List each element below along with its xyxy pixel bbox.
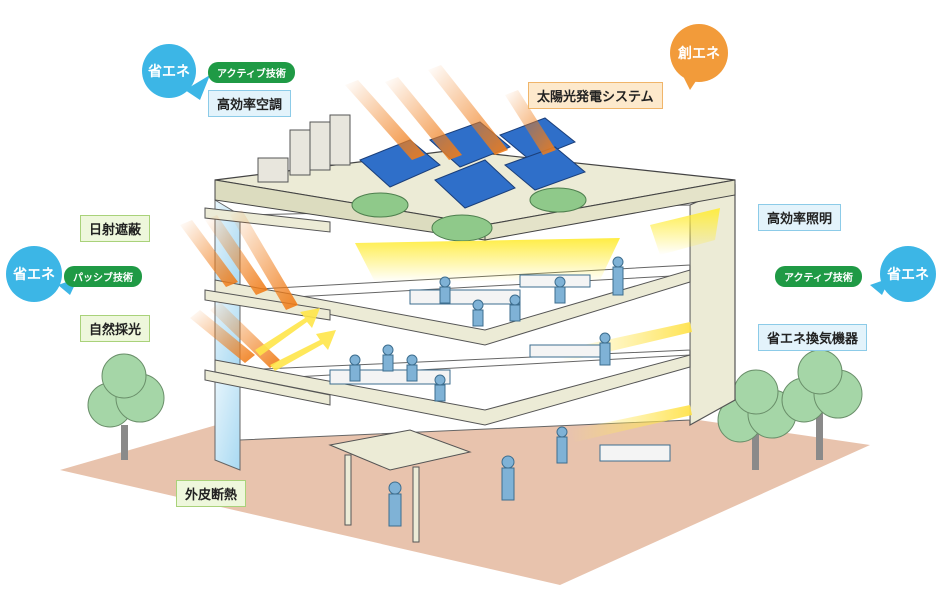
label-natural-daylighting: 自然採光 <box>80 315 151 342</box>
active-technology-pill-right: アクティブ技術 <box>775 266 862 287</box>
entrance-column-1 <box>344 454 352 526</box>
shading-rays <box>180 210 298 368</box>
label-high-efficiency-hvac: 高効率空調 <box>208 90 292 117</box>
entrance-canopy <box>328 429 472 471</box>
eave-1 <box>204 369 331 406</box>
sun-rays <box>345 65 556 160</box>
rooftop-green-3 <box>529 187 587 213</box>
passive-technology-pill: パッシブ技術 <box>64 266 142 287</box>
label-energy-saving-ventilation: 省エネ換気機器 <box>758 324 868 351</box>
energy-creation-bubble: 創エネ <box>670 24 728 82</box>
label-envelope-insulation: 外皮断熱 <box>176 480 247 507</box>
label-solar-shading: 日射遮蔽 <box>80 215 151 242</box>
label-high-efficiency-lighting: 高効率照明 <box>758 204 842 231</box>
energy-saving-bubble-mid-right: 省エネ <box>880 246 936 302</box>
label-solar-power-system: 太陽光発電システム <box>528 82 663 109</box>
rooftop-green-1 <box>351 192 409 218</box>
energy-saving-bubble-mid-left: 省エネ <box>6 246 62 302</box>
lobby-floor-1 <box>388 426 671 527</box>
energy-saving-bubble-top-left: 省エネ <box>142 44 196 98</box>
office-floor-2 <box>329 332 611 402</box>
tree-left <box>87 353 165 460</box>
daylight-arrows <box>255 308 336 371</box>
tree-right-2 <box>781 349 863 460</box>
office-floor-3 <box>409 256 624 327</box>
tail-top-left <box>185 75 210 100</box>
glass-facade-1 <box>214 374 241 471</box>
active-technology-pill-top: アクティブ技術 <box>208 62 295 83</box>
entrance-column-2 <box>412 466 420 543</box>
ceiling-light-glows <box>355 208 720 282</box>
rooftop-hvac-units <box>257 114 351 183</box>
rooftop-green-2 <box>431 214 493 242</box>
